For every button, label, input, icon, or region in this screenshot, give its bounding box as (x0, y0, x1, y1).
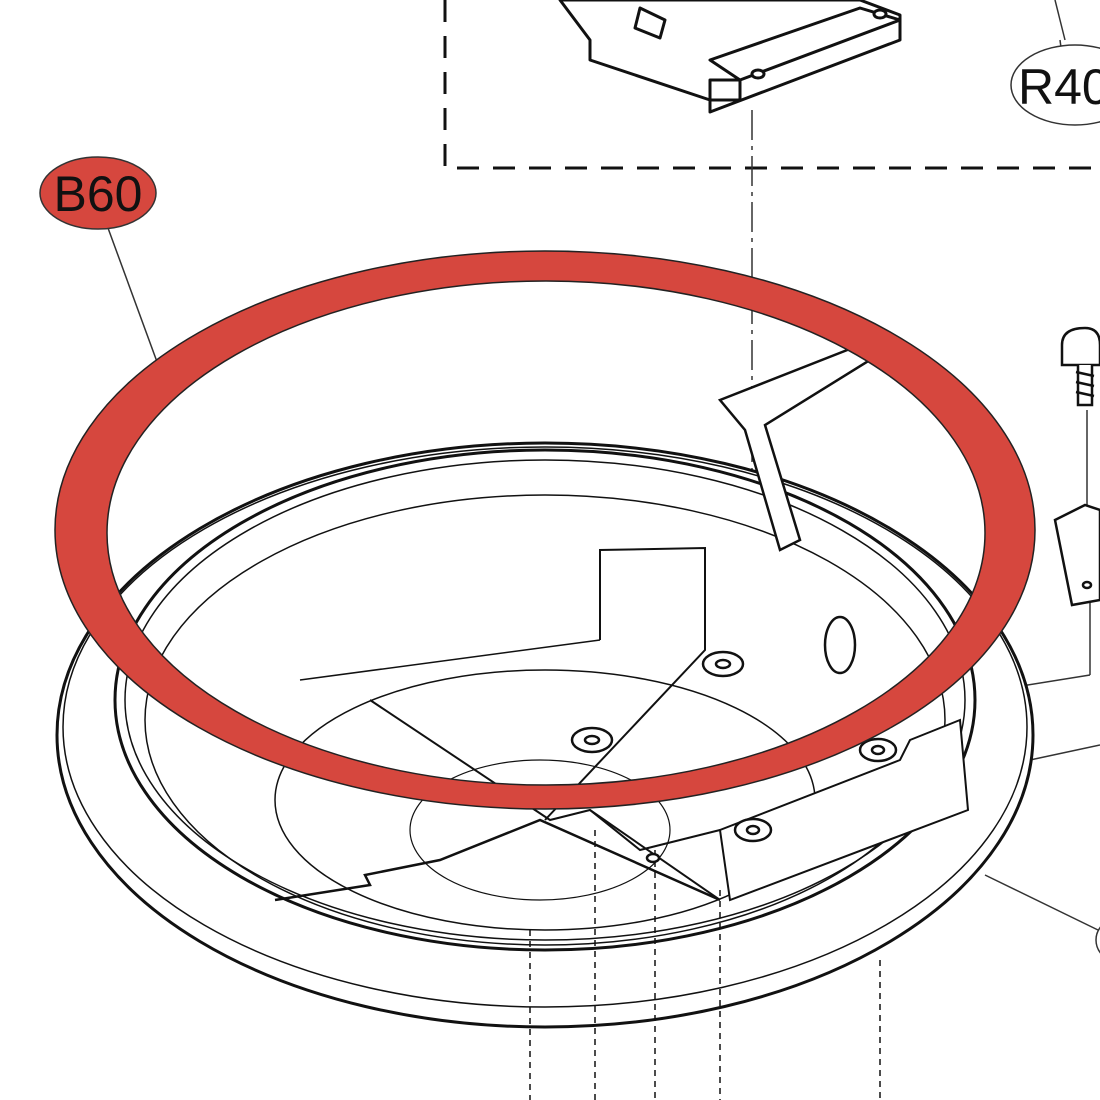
mounting-bosses (570, 650, 898, 864)
callout-r40-label: R40 (1018, 59, 1100, 115)
bracket-part (558, 0, 902, 114)
callout-b60-label: B60 (54, 166, 143, 222)
callout-partial[interactable] (1095, 914, 1100, 966)
base-tray-part (55, 343, 1035, 1100)
callout-b60[interactable]: B60 (39, 156, 157, 230)
callout-r40[interactable]: R40 (1010, 39, 1100, 126)
subassembly-boundary (443, 0, 1100, 170)
gasket-ring-b60 (54, 250, 1036, 810)
screw-part (1053, 326, 1100, 607)
